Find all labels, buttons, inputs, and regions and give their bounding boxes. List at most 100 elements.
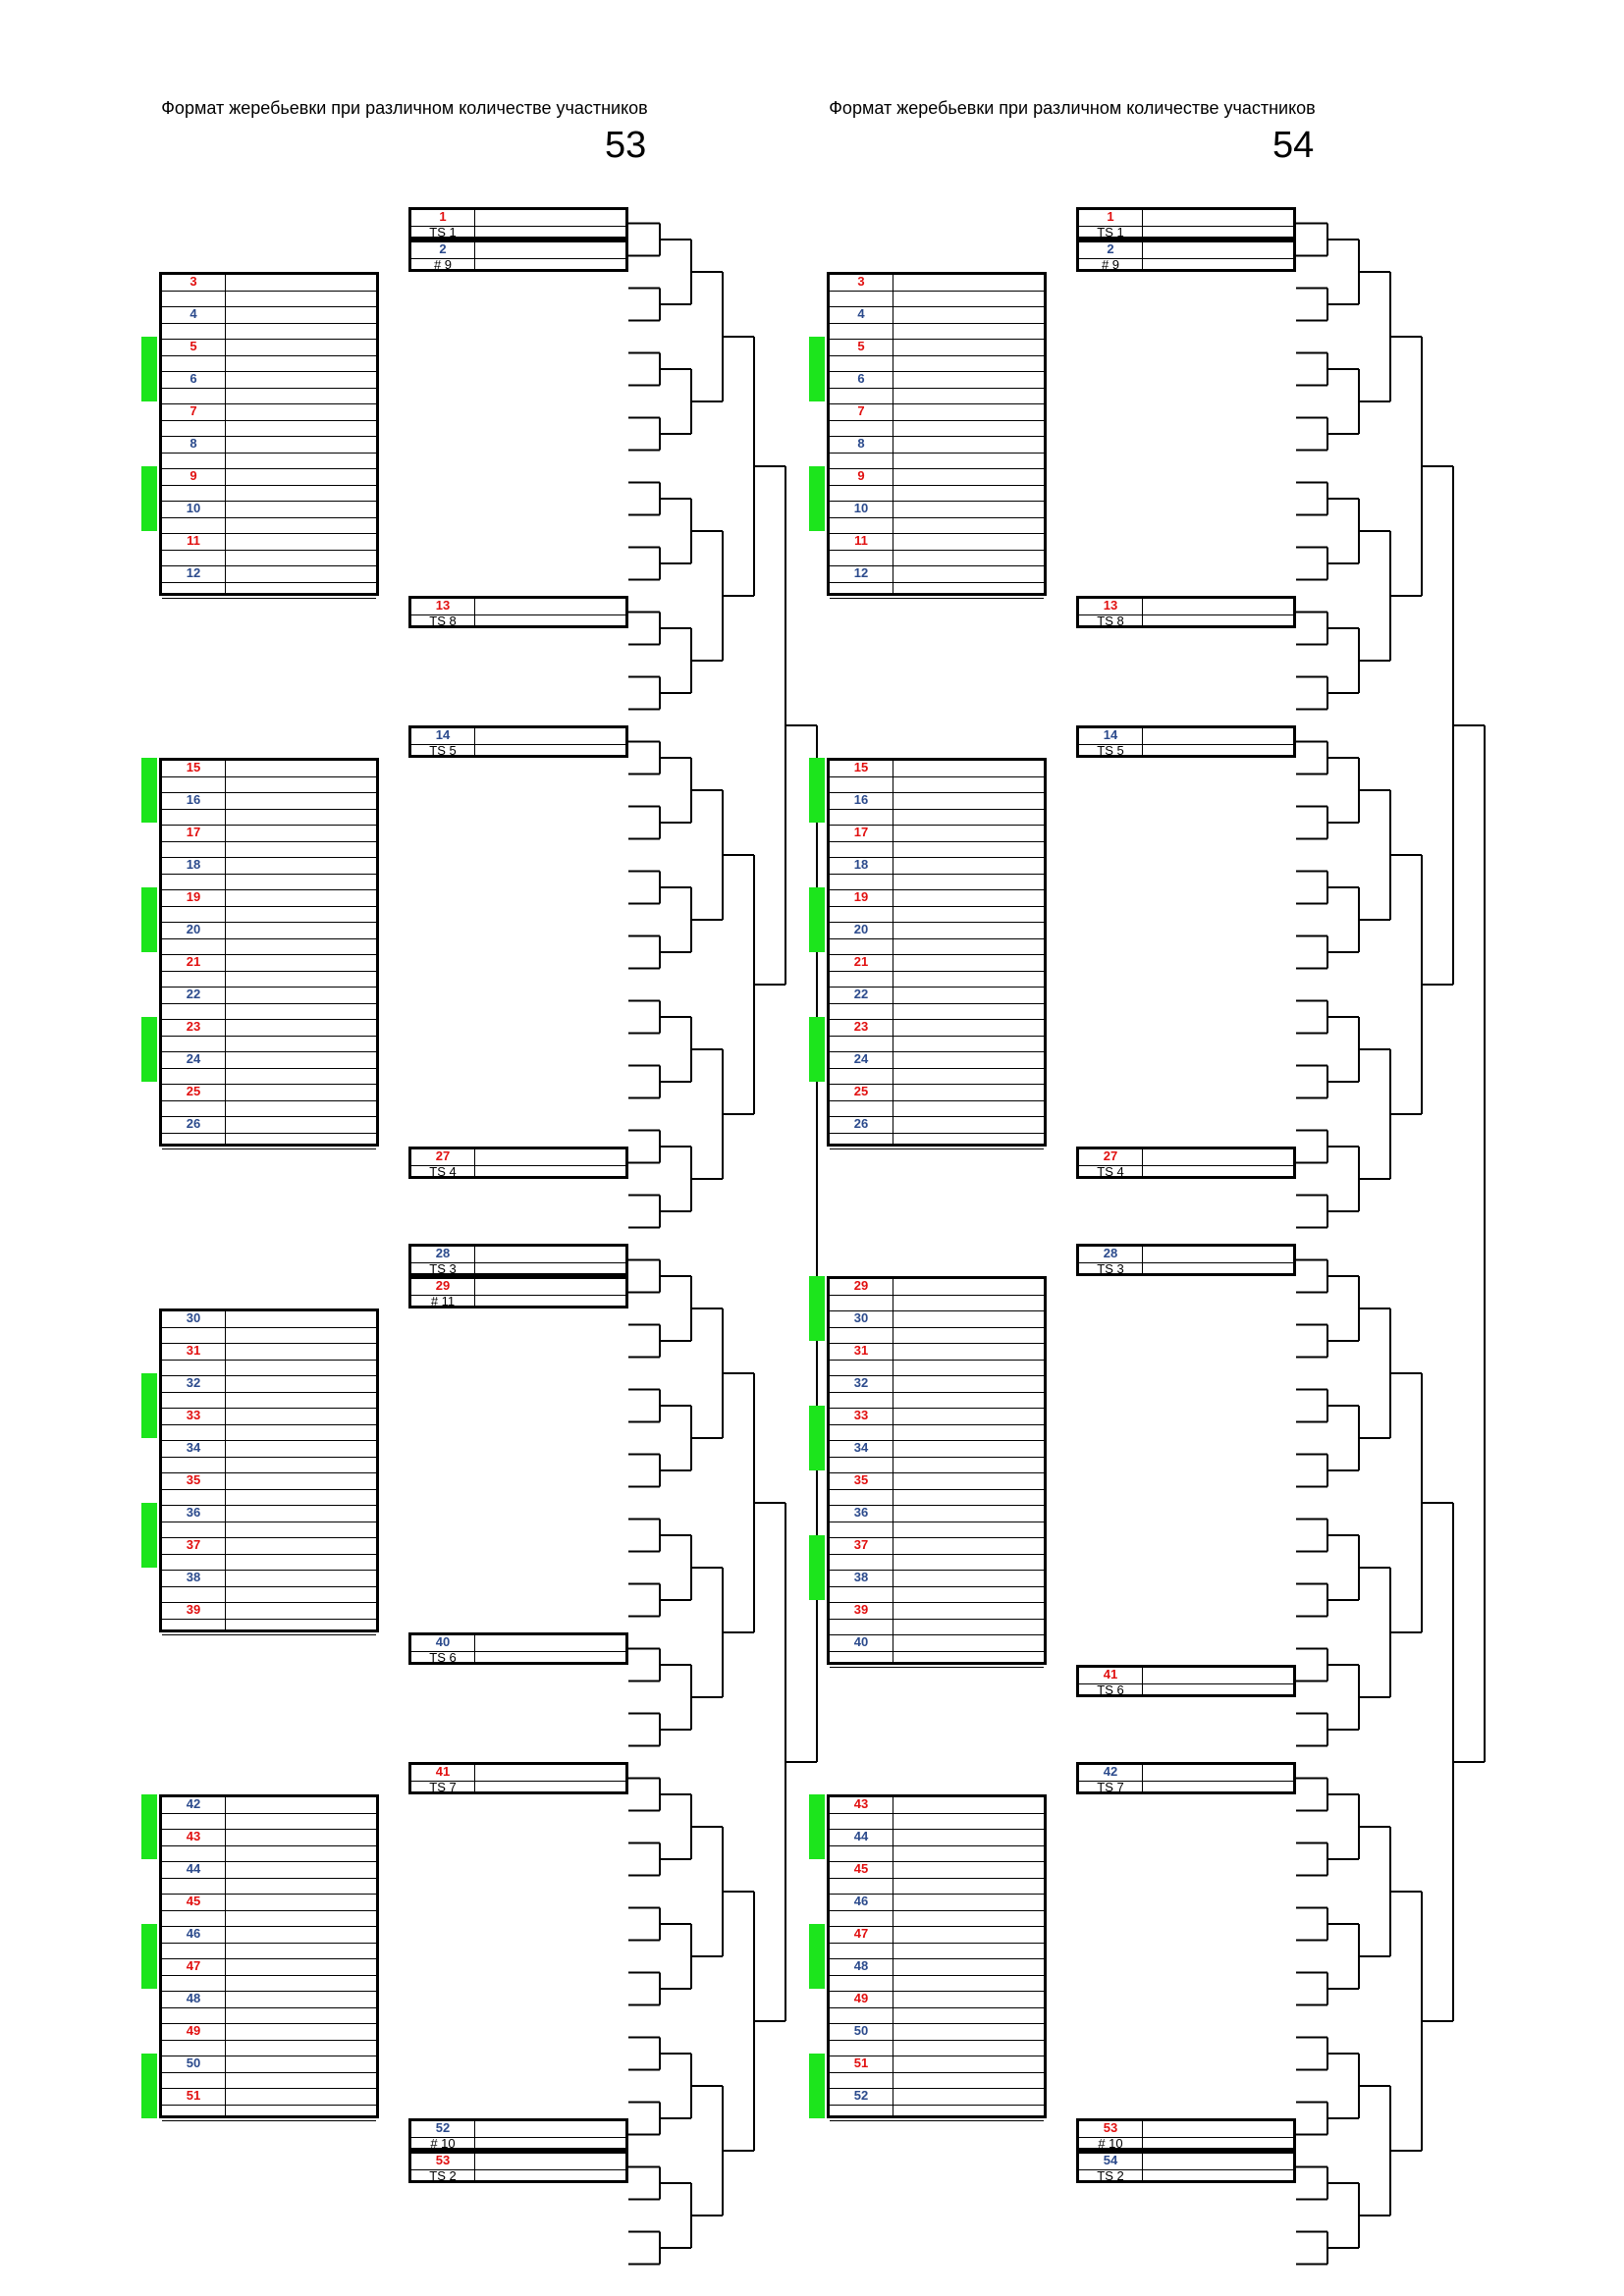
entry-row[interactable] <box>830 858 1044 890</box>
entry-row[interactable] <box>162 1862 376 1895</box>
entry-row[interactable] <box>830 1117 1044 1149</box>
entry-row[interactable] <box>162 1830 376 1862</box>
entry-row[interactable] <box>162 1506 376 1538</box>
entry-row[interactable] <box>162 1927 376 1959</box>
entry-row[interactable] <box>162 437 376 469</box>
entry-row[interactable] <box>162 988 376 1020</box>
entry-row[interactable] <box>162 275 376 307</box>
entry-row[interactable] <box>162 890 376 923</box>
entry-row[interactable] <box>162 1992 376 2024</box>
entry-row[interactable] <box>830 1830 1044 1862</box>
entry-row[interactable] <box>830 1279 1044 1311</box>
entry-row[interactable] <box>830 1506 1044 1538</box>
entry-row[interactable] <box>162 2024 376 2056</box>
entry-row[interactable] <box>162 1571 376 1603</box>
entry-row[interactable] <box>162 1441 376 1473</box>
entry-row[interactable] <box>162 1603 376 1635</box>
entry-row[interactable] <box>162 1538 376 1571</box>
entry-row[interactable] <box>830 793 1044 826</box>
seed-box-29[interactable]: 29# 11 <box>408 1276 628 1308</box>
entry-row[interactable] <box>162 469 376 502</box>
entry-row[interactable] <box>830 437 1044 469</box>
entry-row[interactable] <box>830 1441 1044 1473</box>
entry-row[interactable] <box>162 1797 376 1830</box>
entry-row[interactable] <box>162 566 376 599</box>
entry-row[interactable] <box>830 890 1044 923</box>
entry-row[interactable] <box>830 955 1044 988</box>
entry-row[interactable] <box>162 2089 376 2121</box>
entry-row[interactable] <box>830 275 1044 307</box>
entry-row[interactable] <box>830 340 1044 372</box>
entry-row[interactable] <box>830 534 1044 566</box>
entry-row[interactable] <box>162 826 376 858</box>
entry-row[interactable] <box>830 2089 1044 2121</box>
entry-row[interactable] <box>830 469 1044 502</box>
entry-row[interactable] <box>830 1085 1044 1117</box>
entry-row[interactable] <box>162 1895 376 1927</box>
entry-row[interactable] <box>830 1571 1044 1603</box>
seed-box-2[interactable]: 2# 9 <box>1076 240 1296 272</box>
entry-row[interactable] <box>162 534 376 566</box>
entry-row[interactable] <box>162 1376 376 1409</box>
entry-row[interactable] <box>162 372 376 404</box>
seed-box-52[interactable]: 52# 10 <box>408 2118 628 2151</box>
entry-row[interactable] <box>830 1862 1044 1895</box>
entry-row[interactable] <box>162 858 376 890</box>
entry-row[interactable] <box>162 502 376 534</box>
entry-row[interactable] <box>162 761 376 793</box>
entry-row[interactable] <box>162 793 376 826</box>
entry-row[interactable] <box>162 1020 376 1052</box>
entry-row[interactable] <box>162 1959 376 1992</box>
entry-row[interactable] <box>830 2024 1044 2056</box>
entry-row[interactable] <box>830 1895 1044 1927</box>
entry-row[interactable] <box>830 1052 1044 1085</box>
entry-row[interactable] <box>830 1992 1044 2024</box>
entry-row[interactable] <box>830 1473 1044 1506</box>
entry-row[interactable] <box>830 1344 1044 1376</box>
entry-row[interactable] <box>162 307 376 340</box>
entry-row[interactable] <box>830 1376 1044 1409</box>
entry-row[interactable] <box>830 826 1044 858</box>
entry-row[interactable] <box>162 1344 376 1376</box>
entry-row[interactable] <box>162 340 376 372</box>
seed-box-53[interactable]: 53# 10 <box>1076 2118 1296 2151</box>
entry-row[interactable] <box>830 502 1044 534</box>
entry-row[interactable] <box>162 1052 376 1085</box>
entry-row[interactable] <box>830 1603 1044 1635</box>
entry-row[interactable] <box>162 1085 376 1117</box>
entry-row[interactable] <box>830 761 1044 793</box>
entry-row[interactable] <box>830 1635 1044 1668</box>
entry-row[interactable] <box>162 2056 376 2089</box>
entry-row[interactable] <box>830 1797 1044 1830</box>
entry-row[interactable] <box>162 1473 376 1506</box>
entry-row[interactable] <box>830 1538 1044 1571</box>
entry-row[interactable] <box>162 1311 376 1344</box>
entry-row[interactable] <box>830 988 1044 1020</box>
entry-row[interactable] <box>162 1117 376 1149</box>
entry-row[interactable] <box>830 2056 1044 2089</box>
entry-row[interactable] <box>162 404 376 437</box>
entry-row[interactable] <box>830 372 1044 404</box>
entry-row[interactable] <box>830 1311 1044 1344</box>
entry-row[interactable] <box>830 1020 1044 1052</box>
entry-row[interactable] <box>162 923 376 955</box>
